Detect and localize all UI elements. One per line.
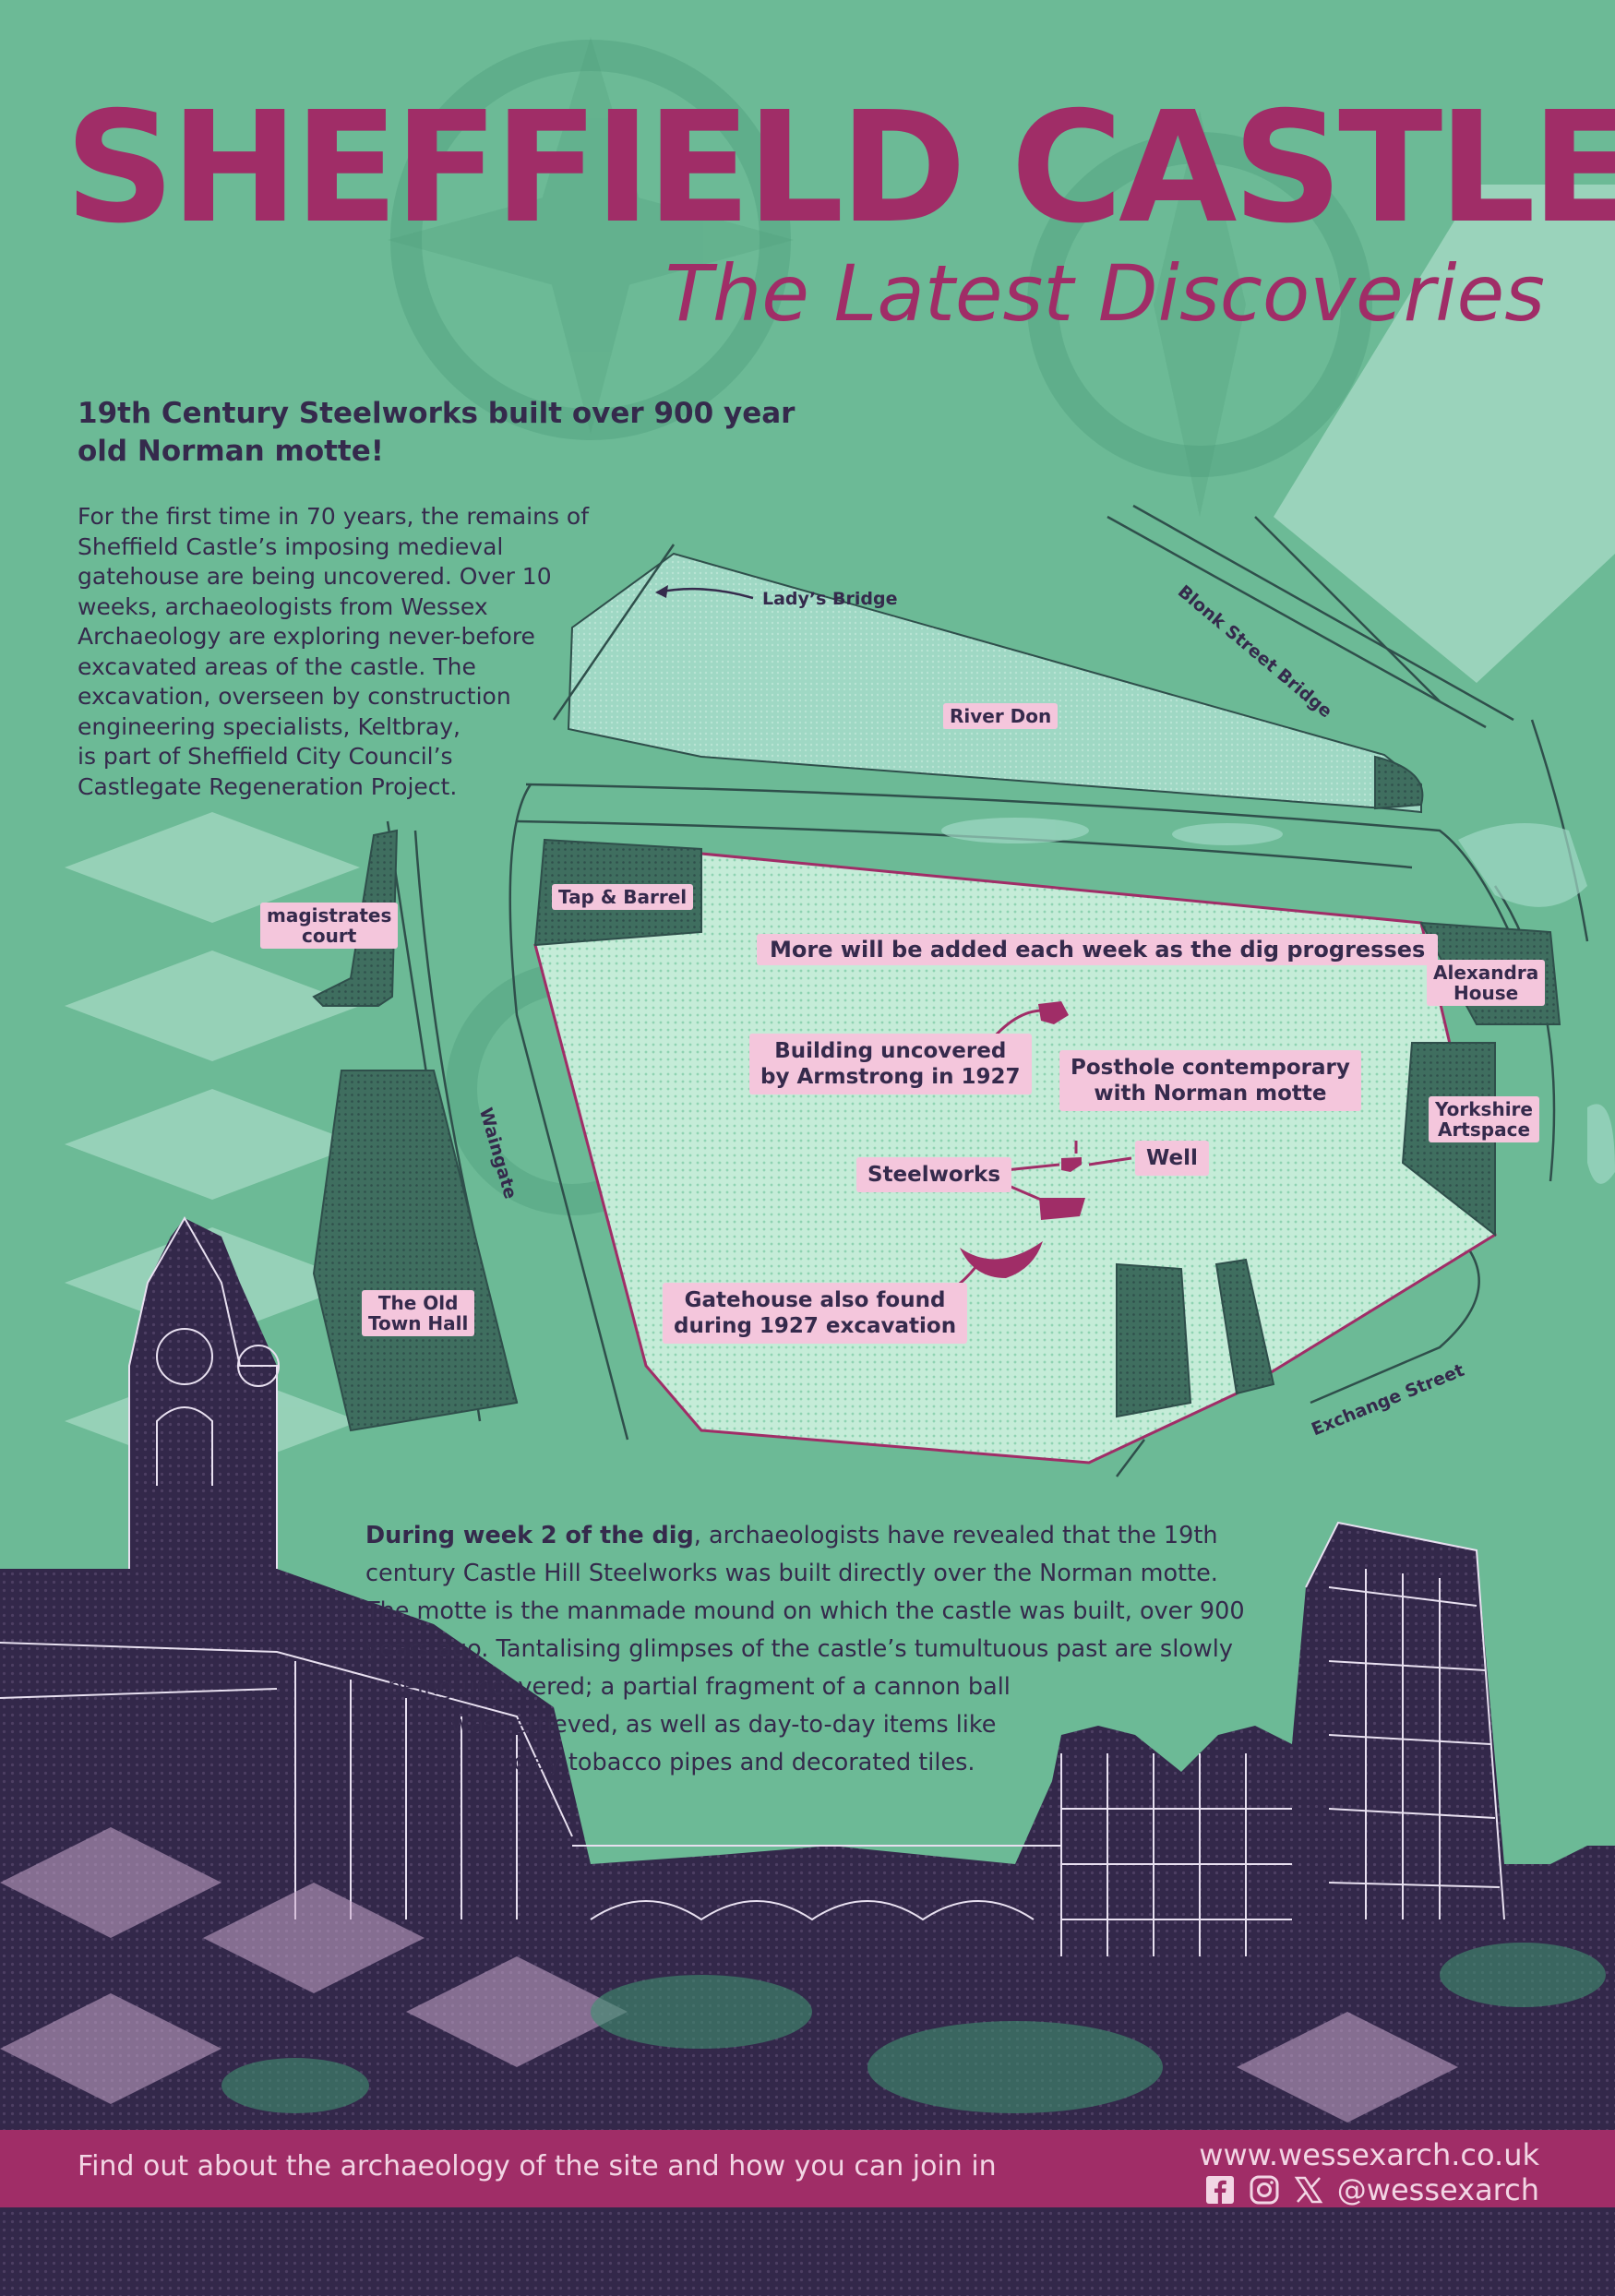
facebook-icon[interactable] [1204, 2174, 1236, 2206]
week-2-line: During week 2 of the dig, archaeologists… [365, 1517, 1288, 1555]
website-link[interactable]: www.wessexarch.co.uk [1199, 2137, 1539, 2172]
intro-line: Sheffield Castle’s imposing medieval [78, 532, 504, 560]
yorkshire-artspace-label: Yorkshire Artspace [1429, 1096, 1539, 1142]
intro-line: excavated areas of the castle. The [78, 652, 476, 680]
week-2-paragraph: During week 2 of the dig, archaeologists… [365, 1517, 1288, 1782]
tap-and-barrel-label: Tap & Barrel [552, 884, 694, 910]
label-line: House [1454, 982, 1519, 1004]
intro-paragraph: For the first time in 70 years, the rema… [78, 502, 622, 802]
label-line: Building uncovered [774, 1039, 1007, 1063]
label-line: by Armstrong in 1927 [760, 1065, 1021, 1089]
posthole-note: Posthole contemporary with Norman motte [1059, 1050, 1361, 1111]
weekly-update-note: More will be added each week as the dig … [757, 934, 1439, 965]
diamond-pattern [65, 812, 360, 1477]
building-uncovered-note: Building uncovered by Armstrong in 1927 [749, 1034, 1032, 1094]
footer-call-to-action[interactable]: Find out about the archaeology of the si… [78, 2150, 997, 2182]
cityscape-silhouette [0, 1218, 1615, 2296]
label-line: Town Hall [368, 1312, 469, 1334]
label-line: Yorkshire [1435, 1098, 1533, 1120]
intro-line: Archaeology are exploring never-before [78, 623, 535, 650]
ladys-bridge-arrowhead [655, 585, 668, 598]
label-line: Alexandra [1433, 962, 1539, 984]
excavation-features [960, 1001, 1085, 1278]
cityscape-green-speckle [221, 1943, 1606, 2113]
instagram-icon[interactable] [1249, 2174, 1280, 2206]
intro-line: Castlegate Regeneration Project. [78, 772, 458, 800]
label-line: Posthole contemporary [1071, 1056, 1350, 1080]
intro-line: engineering specialists, Keltbray, [78, 712, 461, 740]
intro-line: weeks, archaeologists from Wessex [78, 592, 488, 620]
headline-line: old Norman motte! [78, 435, 384, 468]
ladys-bridge-label: Lady’s Bridge [762, 589, 898, 609]
gatehouse-note: Gatehouse also found during 1927 excavat… [663, 1283, 968, 1344]
intro-line: is part of Sheffield City Council’s [78, 743, 453, 770]
label-line: with Norman motte [1094, 1082, 1327, 1106]
week-2-text: , archaeologists have revealed that the … [693, 1522, 1218, 1549]
social-links: @wessexarch [1204, 2174, 1539, 2206]
page-subtitle: The Latest Discoveries [664, 248, 1545, 339]
week-2-line: years ago. Tantalising glimpses of the c… [365, 1635, 1233, 1663]
week-2-line: clay tobacco pipes and decorated tiles. [513, 1749, 975, 1776]
footer-banner: Find out about the archaeology of the si… [0, 2130, 1615, 2207]
headline: 19th Century Steelworks built over 900 y… [78, 395, 834, 471]
label-line: The Old [377, 1292, 459, 1314]
cityscape-diamonds [0, 1827, 1458, 2123]
green-spaces [941, 818, 1615, 1184]
river-don-shape [567, 552, 1422, 814]
label-line: court [302, 925, 357, 947]
label-line: Gatehouse also found [684, 1288, 946, 1312]
headline-line: 19th Century Steelworks built over 900 y… [78, 397, 796, 430]
week-2-line: being uncovered; a partial fragment of a… [388, 1673, 1011, 1701]
intro-line: For the first time in 70 years, the rema… [78, 503, 590, 530]
x-icon[interactable] [1293, 2174, 1324, 2206]
bottom-strip [0, 2207, 1615, 2296]
intro-line: excavation, overseen by construction [78, 683, 511, 710]
alexandra-house-label: Alexandra House [1427, 960, 1546, 1006]
week-2-lead: During week 2 of the dig [365, 1522, 694, 1549]
week-2-line: century Castle Hill Steelworks was built… [365, 1560, 1218, 1587]
old-town-hall-label: The Old Town Hall [362, 1290, 475, 1336]
week-2-line: was retrieved, as well as day-to-day ite… [450, 1711, 997, 1739]
compass-star-background [388, 37, 1246, 517]
social-handle[interactable]: @wessexarch [1336, 2172, 1539, 2207]
well-note: Well [1135, 1141, 1209, 1176]
steelworks-note: Steelworks [856, 1157, 1012, 1192]
label-line: magistrates [267, 904, 392, 927]
river-don-label: River Don [943, 703, 1059, 729]
intro-line: gatehouse are being uncovered. Over 10 [78, 563, 552, 590]
label-line: during 1927 excavation [674, 1314, 957, 1338]
magistrates-court-label: magistrates court [260, 903, 399, 949]
label-line: Artspace [1437, 1118, 1531, 1141]
page-title: SHEFFIELD CASTLE [65, 79, 1615, 257]
cityscape-linework [0, 1215, 1505, 1956]
river-weir-block [1374, 755, 1424, 810]
week-2-line: The motte is the manmade mound on which … [365, 1597, 1245, 1625]
background-light-block [1274, 185, 1615, 683]
